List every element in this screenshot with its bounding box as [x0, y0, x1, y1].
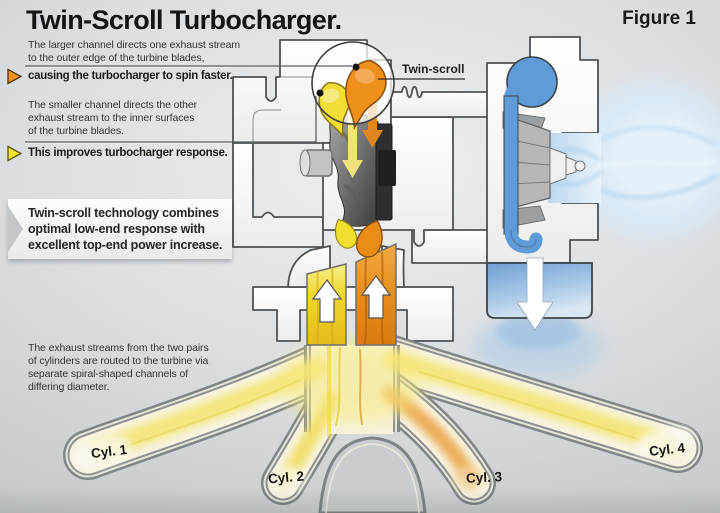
annotation-para-3: The exhaust streams from the two pairs o…: [28, 342, 209, 393]
exhaust-drops: [334, 218, 383, 258]
exhaust-manifold: [63, 317, 703, 513]
scroll-outlet-hook: [504, 223, 543, 254]
orange-arrow-bullet-icon: [7, 68, 23, 85]
flange-band: [252, 286, 454, 342]
summary-callout: Twin-scroll technology combines optimal …: [8, 199, 232, 259]
outlet-duct: [486, 257, 593, 331]
exhaust-channel-yellow: [306, 263, 347, 346]
page-title: Twin-Scroll Turbocharger.: [26, 5, 342, 35]
yellow-arrow-bullet-icon: [7, 145, 23, 162]
up-arrow-icon: [311, 278, 343, 323]
leader-line-2: [25, 96, 317, 143]
magnifier-circle: [311, 41, 395, 125]
exhaust-flames: [72, 317, 694, 490]
annotation-para-1: The larger channel directs one exhaust s…: [28, 39, 241, 64]
intake-air-glow: [575, 82, 720, 238]
down-arrow-icon: [516, 257, 554, 331]
twin-scroll-label: Twin-scroll: [402, 62, 465, 76]
callout-dot-yellow: [316, 89, 324, 97]
up-arrow-icon: [360, 274, 392, 319]
figure-label: Figure 1: [622, 8, 696, 29]
exhaust-drop-yellow: [334, 218, 358, 249]
cylinder-3-label: Cyl. 3: [465, 469, 503, 486]
cylinder-2-label: Cyl. 2: [267, 468, 305, 487]
benefit-2-text: This improves turbocharger response.: [28, 147, 228, 159]
exhaust-drop-orange: [355, 219, 383, 258]
housing-contour-lines: [252, 76, 315, 143]
manifold-center-arch: [318, 436, 427, 513]
callout-dot-orange: [352, 63, 360, 71]
orange-scroll-channel: [345, 59, 387, 131]
bearing-upper-arm: [390, 85, 493, 118]
compressed-air-outflow-glow: [474, 313, 602, 377]
exhaust-arrow-yellow-icon: [342, 95, 363, 178]
benefit-1-text: causing the turbocharger to spin faster.: [28, 70, 233, 82]
compressor-scroll: [503, 56, 558, 254]
spinner-cone: [549, 147, 567, 185]
exhaust-channel-orange: [355, 242, 397, 346]
compressor-wheel: [511, 117, 586, 209]
annotation-para-2: The smaller channel directs the other ex…: [28, 99, 198, 137]
intake-air-wisps: [600, 125, 718, 199]
leader-lines: [25, 65, 352, 144]
